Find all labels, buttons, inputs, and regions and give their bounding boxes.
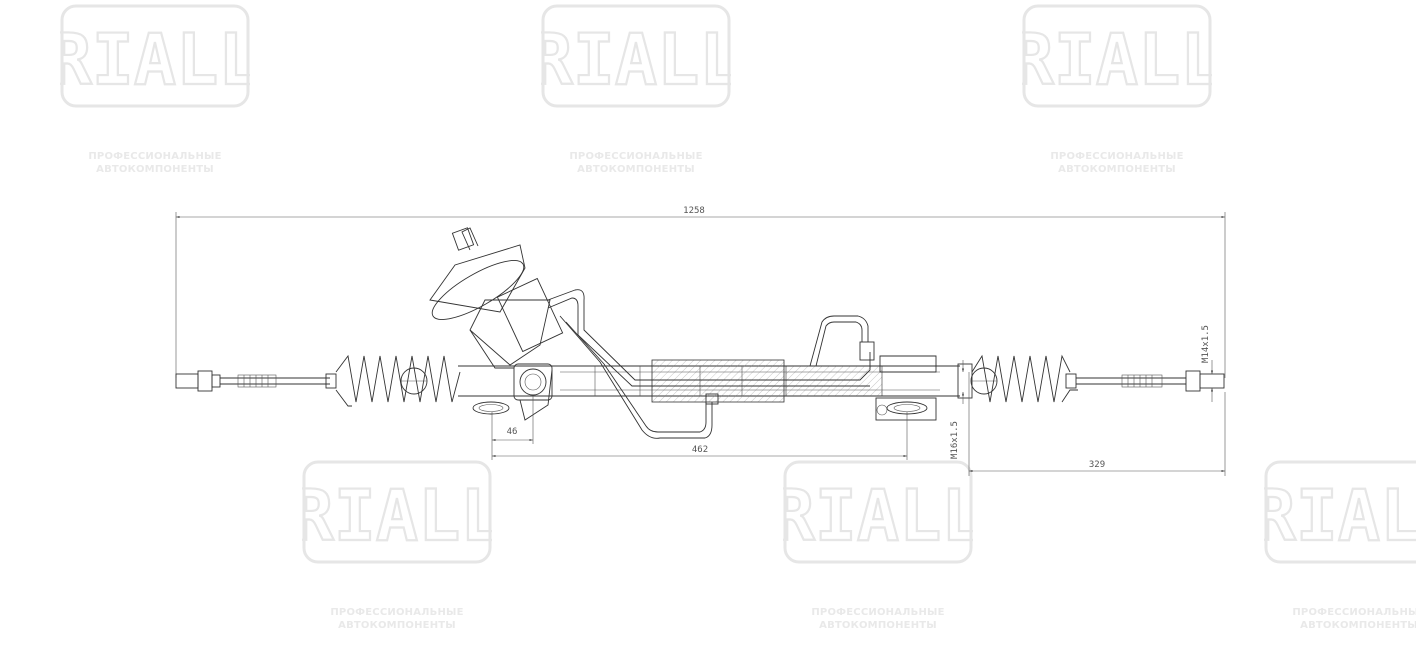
thread-m16-label: M16x1.5	[950, 421, 960, 459]
dimension-1258-label: 1258	[683, 206, 705, 216]
logo-brand-text: TRIALLI	[1264, 475, 1416, 557]
watermark-logo: TRIALLI ПРОФЕССИОНАЛЬНЫЕ АВТОКОМПОНЕНТЫ	[1264, 460, 1416, 632]
thread-callout-inner: M16x1.5	[950, 360, 965, 459]
right-boot	[957, 354, 1078, 403]
trialli-logo-icon: TRIALLI	[1264, 460, 1416, 564]
dimension-462-label: 462	[692, 445, 708, 455]
dimension-46-label: 46	[507, 427, 518, 437]
left-mount-bushing	[472, 363, 553, 415]
dimension-pinion-offset: 46	[491, 395, 534, 460]
pinion-valve-housing	[429, 227, 564, 421]
right-tie-rod	[1076, 370, 1225, 392]
watermark-tagline: ПРОФЕССИОНАЛЬНЫЕ АВТОКОМПОНЕНТЫ	[88, 151, 222, 175]
dimension-overall-length: 1258	[175, 206, 1226, 378]
watermark-tagline: ПРОФЕССИОНАЛЬНЫЕ АВТОКОМПОНЕНТЫ	[569, 151, 703, 175]
left-tie-rod	[175, 370, 330, 392]
thread-m14-label: M14x1.5	[1201, 325, 1211, 363]
watermark-tagline: ПРОФЕССИОНАЛЬНЫЕ АВТОКОМПОНЕНТЫ	[811, 607, 945, 631]
watermark-tagline: ПРОФЕССИОНАЛЬНЫЕ АВТОКОМПОНЕНТЫ	[330, 607, 464, 631]
dimension-tie-rod-length: 329	[968, 372, 1226, 476]
dimension-mount-spacing: 462	[492, 412, 908, 460]
dimension-329-label: 329	[1089, 460, 1105, 470]
watermark-tagline: ПРОФЕССИОНАЛЬНЫЕ АВТОКОМПОНЕНТЫ	[1050, 151, 1184, 175]
watermark-tagline: ПРОФЕССИОНАЛЬНЫЕ АВТОКОМПОНЕНТЫ	[1292, 607, 1416, 631]
thread-callout-right: M14x1.5	[1201, 325, 1214, 402]
hydraulic-lines	[547, 289, 875, 439]
left-boot	[325, 354, 461, 407]
